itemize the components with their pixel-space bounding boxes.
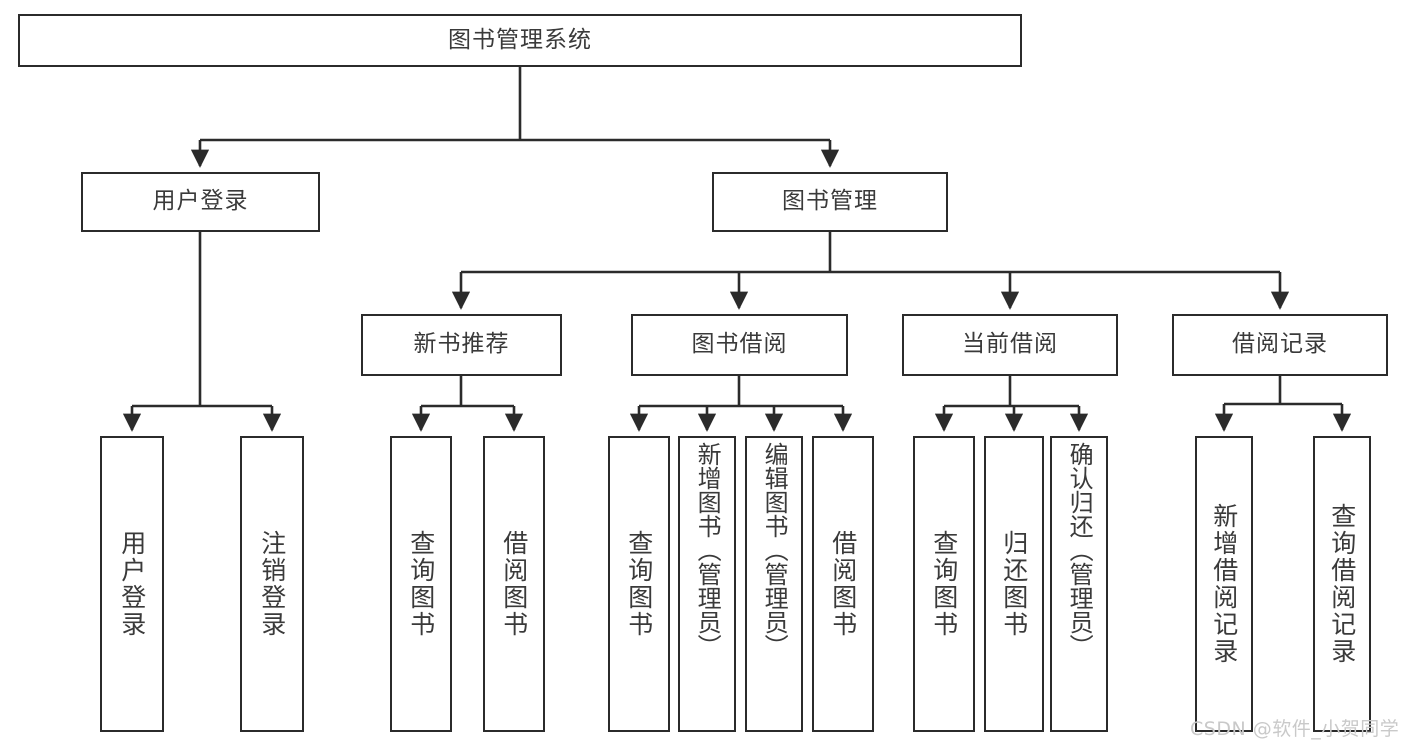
node-leaf-borrow-book-2[interactable]: 借阅图书: [812, 436, 874, 732]
node-leaf-logout-label: 注销登录: [257, 530, 287, 638]
node-root-label: 图书管理系统: [448, 26, 592, 53]
node-leaf-query-book-2[interactable]: 查询图书: [608, 436, 670, 732]
node-leaf-query-book-2-label: 查询图书: [624, 530, 654, 638]
node-leaf-query-book-3-label: 查询图书: [929, 530, 959, 638]
node-current-borrow-label: 当前借阅: [962, 331, 1058, 358]
node-leaf-confirm-return-label: 确认归还（管理员）: [1065, 442, 1094, 658]
node-leaf-add-record-label: 新增借阅记录: [1209, 503, 1239, 665]
node-leaf-user-login-label: 用户登录: [117, 530, 147, 638]
csdn-watermark: CSDN @软件_小贺同学: [1190, 718, 1400, 740]
node-leaf-query-book-1[interactable]: 查询图书: [390, 436, 452, 732]
node-leaf-add-book-label: 新增图书（管理员）: [693, 442, 722, 658]
node-leaf-borrow-book-1[interactable]: 借阅图书: [483, 436, 545, 732]
node-new-book-recommend-label: 新书推荐: [413, 331, 510, 358]
node-borrow-record-label: 借阅记录: [1232, 331, 1328, 358]
node-new-book-recommend[interactable]: 新书推荐: [361, 314, 562, 376]
node-user-login-label: 用户登录: [152, 188, 249, 215]
node-leaf-borrow-book-2-label: 借阅图书: [828, 530, 858, 638]
node-book-borrow-label: 图书借阅: [691, 331, 788, 358]
node-leaf-add-book[interactable]: 新增图书（管理员）: [678, 436, 736, 732]
node-leaf-query-book-3[interactable]: 查询图书: [913, 436, 975, 732]
node-book-manage-label: 图书管理: [782, 188, 878, 215]
node-leaf-return-book[interactable]: 归还图书: [984, 436, 1044, 732]
node-leaf-query-record[interactable]: 查询借阅记录: [1313, 436, 1371, 732]
node-borrow-record[interactable]: 借阅记录: [1172, 314, 1388, 376]
node-book-borrow[interactable]: 图书借阅: [631, 314, 848, 376]
node-leaf-logout[interactable]: 注销登录: [240, 436, 304, 732]
node-leaf-edit-book[interactable]: 编辑图书（管理员）: [745, 436, 803, 732]
node-current-borrow[interactable]: 当前借阅: [902, 314, 1118, 376]
node-root[interactable]: 图书管理系统: [18, 14, 1022, 67]
node-user-login[interactable]: 用户登录: [81, 172, 320, 232]
node-leaf-confirm-return[interactable]: 确认归还（管理员）: [1050, 436, 1108, 732]
node-leaf-query-record-label: 查询借阅记录: [1327, 503, 1357, 665]
node-leaf-return-book-label: 归还图书: [999, 530, 1029, 638]
node-leaf-user-login[interactable]: 用户登录: [100, 436, 164, 732]
node-leaf-add-record[interactable]: 新增借阅记录: [1195, 436, 1253, 732]
node-leaf-edit-book-label: 编辑图书（管理员）: [760, 442, 789, 658]
node-book-manage[interactable]: 图书管理: [712, 172, 948, 232]
node-leaf-query-book-1-label: 查询图书: [406, 530, 436, 638]
node-leaf-borrow-book-1-label: 借阅图书: [499, 530, 529, 638]
